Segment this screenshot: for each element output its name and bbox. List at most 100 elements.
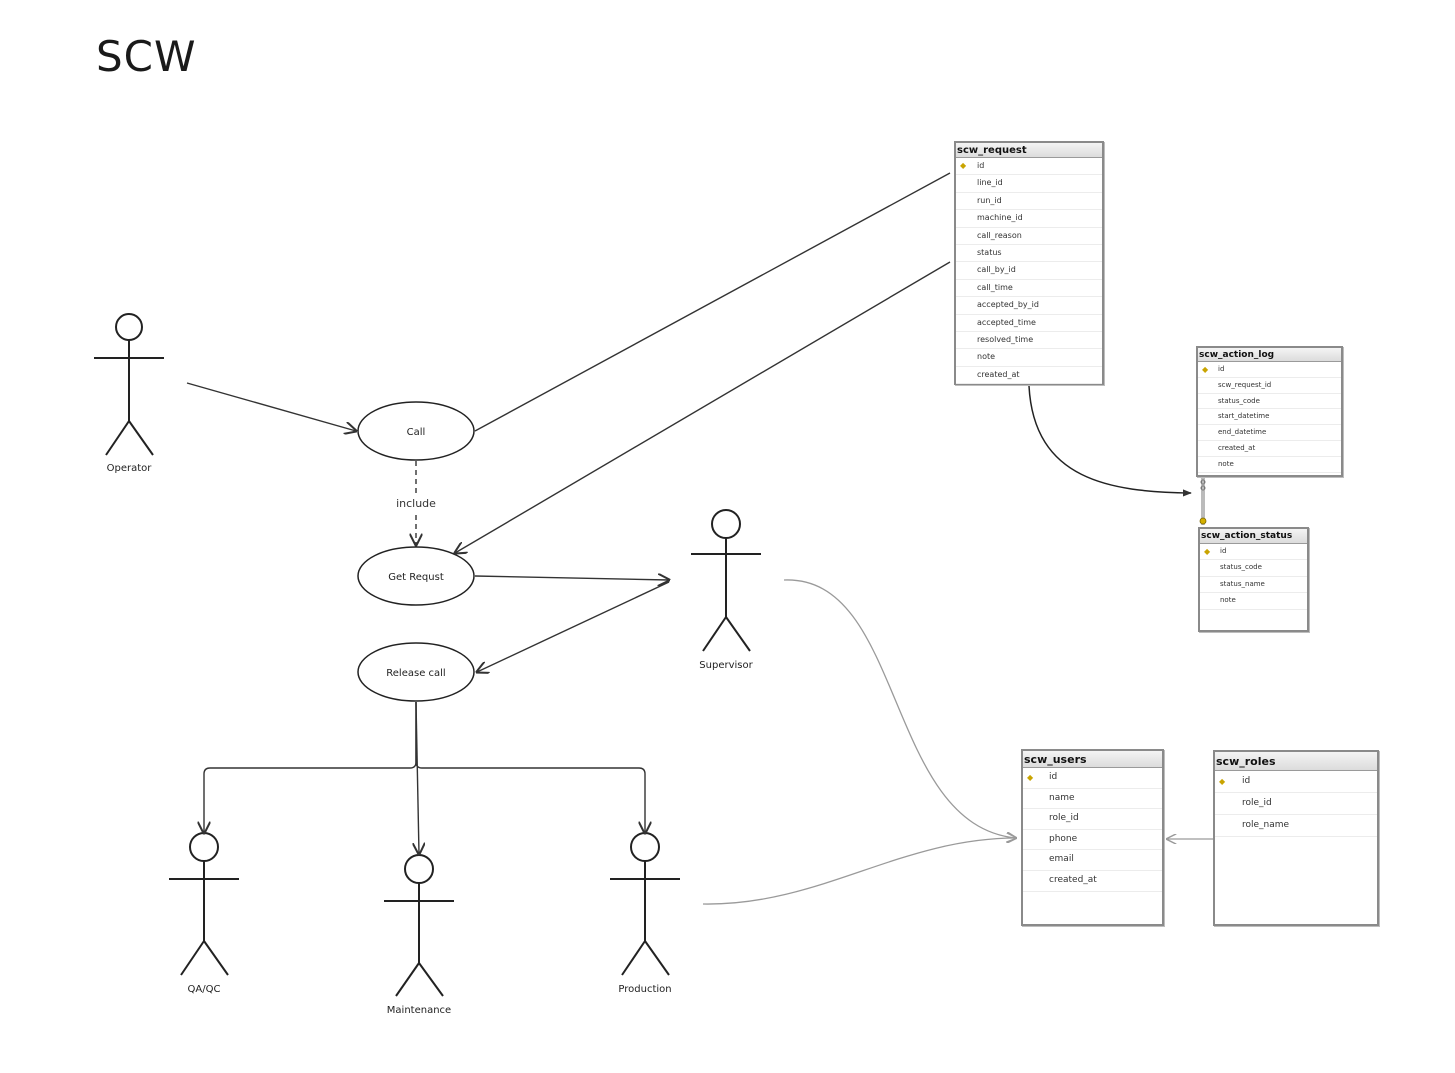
include-label-bg	[395, 495, 439, 511]
table-column-row[interactable]: note	[1198, 457, 1341, 473]
edge-supervisor-users	[783, 579, 1016, 838]
column-name: id	[1220, 547, 1227, 555]
edge-request-action-log	[1028, 385, 1192, 497]
table-scw-action-status[interactable]: scw_action_status ◆ id status_code status_n…	[1198, 527, 1309, 632]
table-column-row[interactable]: call_reason	[956, 228, 1102, 245]
table-column-row[interactable]: email	[1023, 850, 1162, 871]
table-column-row[interactable]: resolved_time	[956, 332, 1102, 350]
column-name: note	[977, 352, 996, 362]
table-column-row[interactable]: name	[1023, 789, 1162, 810]
table-column-row[interactable]: accepted_time	[956, 315, 1102, 332]
column-name: scw_request_id	[1218, 380, 1272, 389]
table-column-row[interactable]: ◆ id	[1200, 544, 1307, 561]
column-name: email	[1049, 854, 1074, 865]
column-name: role_id	[1242, 798, 1272, 808]
actor-production[interactable]	[610, 832, 680, 976]
usecase-get-request[interactable]	[357, 546, 475, 606]
key-icon: ◆	[1219, 777, 1226, 786]
column-name: start_datetime	[1218, 412, 1270, 421]
actor-supervisor[interactable]	[691, 509, 761, 652]
table-column-row[interactable]: note	[1200, 593, 1307, 610]
key-icon: ◆	[1027, 773, 1034, 782]
column-name: resolved_time	[977, 334, 1034, 344]
column-name: call_time	[977, 282, 1013, 292]
table-column-row[interactable]: role_id	[1023, 809, 1162, 830]
edge-operator-call	[186, 382, 356, 431]
table-column-row[interactable]: run_id	[956, 193, 1102, 211]
include-label: include	[396, 497, 436, 510]
key-icon: ◆	[1202, 365, 1209, 374]
page-title: SCW	[96, 32, 197, 81]
key-icon: ◆	[960, 161, 967, 170]
table-column-row[interactable]: scw_request_id	[1198, 378, 1341, 394]
column-name: name	[1049, 792, 1075, 803]
column-name: created_at	[977, 369, 1020, 379]
column-name: accepted_time	[977, 317, 1036, 327]
table-column-row[interactable]: call_time	[956, 280, 1102, 298]
column-list: ◆ id role_id role_name	[1215, 771, 1377, 837]
table-title: scw_users	[1023, 751, 1162, 768]
edge-call-request-table	[474, 172, 951, 432]
key-icon	[1199, 517, 1207, 525]
table-title: scw_action_status	[1200, 529, 1307, 544]
actor-operator-label: Operator	[107, 463, 153, 474]
column-list: ◆ id scw_request_id status_code start_dateti…	[1198, 362, 1341, 473]
column-name: id	[1049, 772, 1058, 782]
table-column-row[interactable]: status_code	[1198, 394, 1341, 410]
usecase-get-request-label: Get Requst	[388, 572, 444, 583]
table-column-row[interactable]: call_by_id	[956, 262, 1102, 280]
table-column-row[interactable]: line_id	[956, 175, 1102, 193]
table-column-row[interactable]: note	[956, 349, 1102, 367]
column-name: id	[1218, 365, 1225, 373]
table-column-row[interactable]: ◆ id	[1215, 771, 1377, 793]
column-name: run_id	[977, 195, 1002, 205]
table-column-row[interactable]: role_name	[1215, 815, 1377, 837]
actor-maintenance[interactable]	[384, 854, 454, 997]
column-name: call_by_id	[977, 265, 1016, 275]
column-name: status_name	[1220, 579, 1265, 588]
table-column-row[interactable]: ◆ id	[956, 158, 1102, 176]
column-name: phone	[1049, 833, 1078, 844]
table-scw-action-log[interactable]: scw_action_log ◆ id scw_request_id status_c…	[1196, 346, 1343, 477]
column-name: created_at	[1218, 443, 1256, 452]
usecase-release-call-label: Release call	[386, 668, 445, 679]
edge-release-call-branches	[204, 701, 645, 854]
table-column-row[interactable]: role_id	[1215, 793, 1377, 815]
column-name: status_code	[1220, 563, 1262, 572]
table-column-row[interactable]: start_datetime	[1198, 409, 1341, 426]
actor-qa-qc-label: QA/QC	[188, 984, 221, 995]
key-icon: ◆	[1204, 547, 1211, 556]
table-column-row[interactable]: created_at	[1023, 871, 1162, 892]
actor-operator[interactable]	[94, 313, 164, 456]
column-name: role_name	[1242, 820, 1290, 830]
table-column-row[interactable]: ◆ id	[1023, 768, 1162, 789]
table-column-row[interactable]: created_at	[1198, 441, 1341, 457]
column-name: id	[977, 161, 985, 170]
actor-production-label: Production	[618, 984, 671, 995]
table-column-row[interactable]: status_name	[1200, 577, 1307, 594]
table-column-row[interactable]: machine_id	[956, 210, 1102, 228]
column-name: call_reason	[977, 230, 1022, 240]
table-column-row[interactable]: accepted_by_id	[956, 297, 1102, 315]
column-name: created_at	[1049, 874, 1097, 885]
table-column-row[interactable]: ◆ id	[1198, 362, 1341, 378]
column-name: machine_id	[977, 213, 1023, 223]
table-column-row[interactable]: created_at	[956, 367, 1102, 385]
column-name: line_id	[977, 178, 1003, 188]
table-column-row[interactable]: status_code	[1200, 560, 1307, 577]
edge-supervisor-release-call	[477, 581, 670, 672]
table-column-row[interactable]: status	[956, 245, 1102, 263]
column-name: end_datetime	[1218, 428, 1267, 437]
table-title: scw_action_log	[1198, 348, 1341, 362]
column-name: status_code	[1218, 396, 1260, 405]
table-column-row[interactable]: phone	[1023, 830, 1162, 851]
actor-qa-qc[interactable]	[169, 832, 239, 976]
table-column-row[interactable]: end_datetime	[1198, 425, 1341, 441]
column-name: id	[1242, 776, 1251, 786]
